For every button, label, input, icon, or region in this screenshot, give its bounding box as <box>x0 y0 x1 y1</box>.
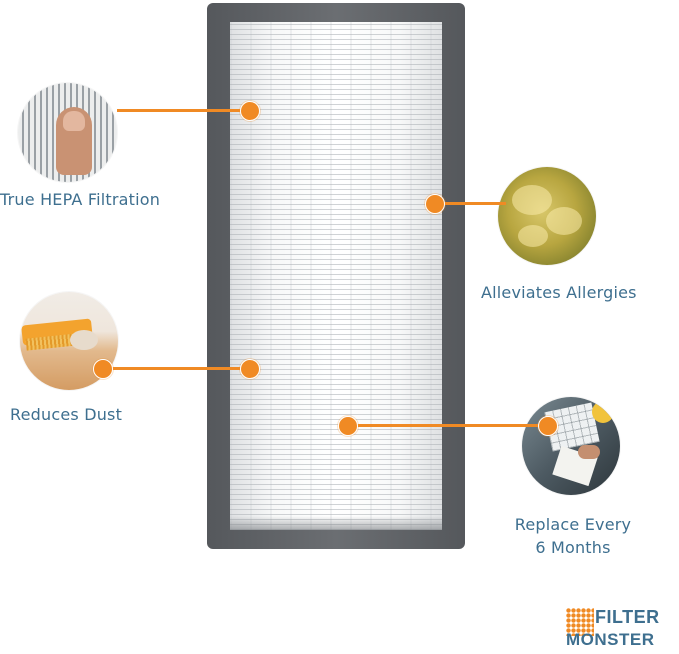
dust-callout-dot-left <box>93 359 113 379</box>
hand-shape <box>578 445 600 459</box>
replace-callout-line <box>347 424 547 427</box>
pollen-haze <box>512 185 552 215</box>
replace-label-line1: Replace Every <box>514 515 632 534</box>
hepa-callout-dot <box>240 101 260 121</box>
fingernail-shape <box>63 111 85 131</box>
logo-word-monster: MONSTER <box>566 630 655 649</box>
allergy-callout-line <box>434 202 506 205</box>
replace-callout-dot-right <box>538 416 558 436</box>
dust-callout-dot-right <box>240 359 260 379</box>
hepa-label: True HEPA Filtration <box>0 190 161 209</box>
allergy-label: Alleviates Allergies <box>481 283 637 302</box>
filter-monster-logo: FILTER MONSTER <box>566 604 676 654</box>
hepa-pleats-photo-icon <box>18 83 117 182</box>
pollen-photo-icon <box>498 167 596 265</box>
logo-dots-icon <box>566 608 594 636</box>
pollen-haze <box>546 207 582 235</box>
dust-clump <box>70 330 98 350</box>
replace-label-line2: 6 Months <box>535 538 611 557</box>
calendar-photo-icon <box>522 397 620 495</box>
pollen-haze <box>518 225 548 247</box>
replace-callout-dot-left <box>338 416 358 436</box>
clock-shape <box>592 401 614 423</box>
filter-bottom-edge <box>230 516 442 530</box>
hepa-callout-line <box>117 109 250 112</box>
allergy-callout-dot <box>425 194 445 214</box>
dust-label: Reduces Dust <box>10 405 123 424</box>
dust-callout-line <box>102 367 250 370</box>
filter-pleats <box>230 22 442 530</box>
replace-label: Replace Every 6 Months <box>508 513 638 559</box>
logo-word-filter: FILTER <box>595 607 660 627</box>
